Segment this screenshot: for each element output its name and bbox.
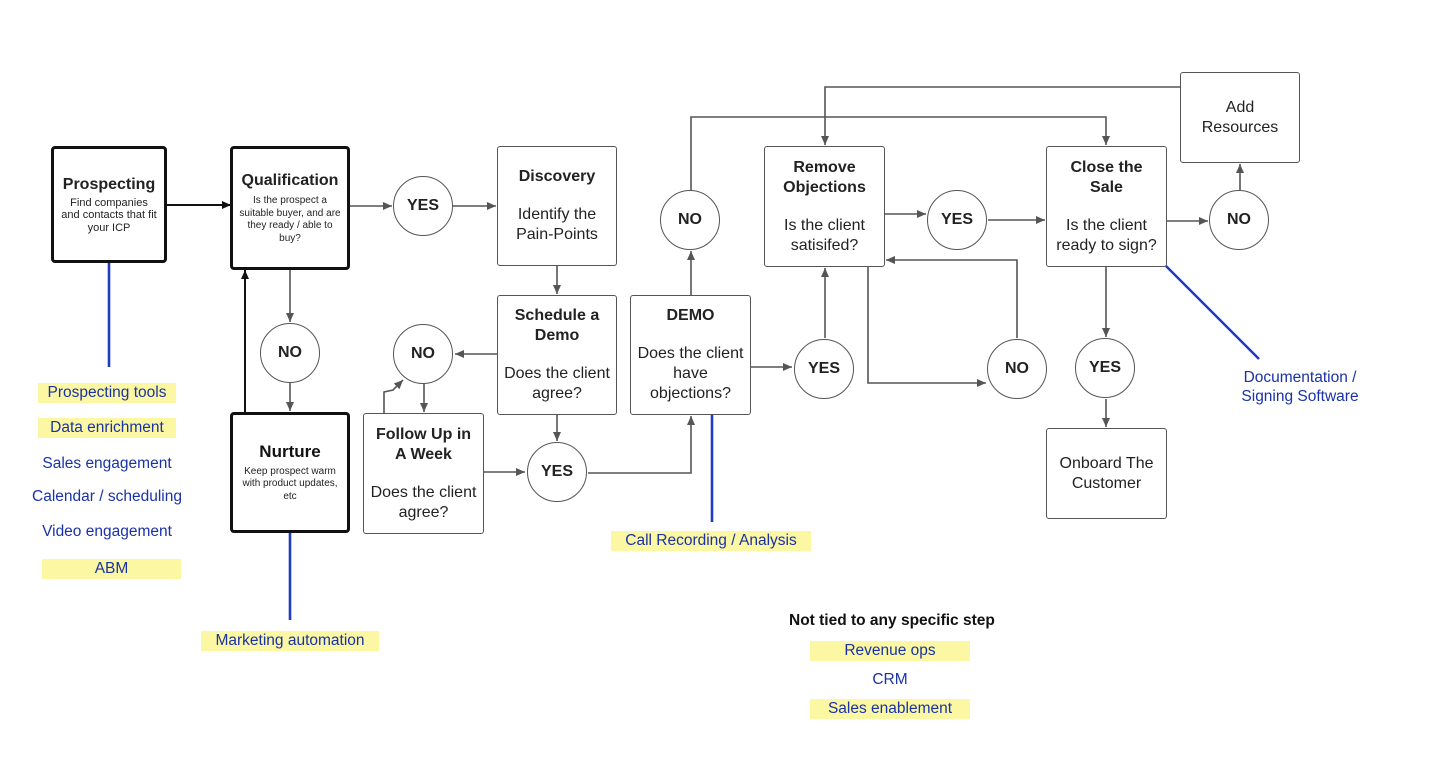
arrow-no-close (690, 116, 1110, 190)
node-remove-objections: Remove Objections Is the client satisife… (764, 146, 885, 267)
node-body: Add Resources (1201, 98, 1279, 136)
node-body: Is the client ready to sign? (1056, 216, 1157, 254)
decision-no-satisfied: NO (987, 339, 1047, 399)
unassigned-revenue-ops: Revenue ops (810, 641, 970, 661)
node-body: Does the client have objections? (637, 345, 744, 402)
node-title: Qualification (241, 172, 339, 189)
node-title: Schedule a Demo (514, 307, 600, 344)
node-body: Identify the Pain-Points (516, 206, 598, 243)
decision-yes-agree: YES (527, 442, 587, 502)
node-onboard: Onboard The Customer (1046, 428, 1167, 519)
node-title: Follow Up in A Week (375, 425, 472, 463)
node-qualification: Qualification Is the prospect a suitable… (230, 146, 350, 270)
node-body: Is the prospect a suitable buyer, and ar… (239, 195, 341, 244)
node-discovery: Discovery Identify the Pain-Points (497, 146, 617, 266)
tool-tag-sales-engagement: Sales engagement (42, 455, 172, 472)
node-prospecting: Prospecting Find companies and contacts … (51, 146, 167, 263)
node-body: Does the client agree? (504, 365, 610, 402)
node-body: Does the client agree? (370, 483, 477, 521)
unassigned-sales-enablement: Sales enablement (810, 699, 970, 719)
node-title: Discovery (518, 168, 596, 185)
arrow-followup-no (383, 379, 404, 414)
tool-tag-video-engagement: Video engagement (42, 523, 172, 540)
arrow-resources-remove (821, 86, 1181, 145)
decision-yes-qualified: YES (393, 176, 453, 236)
node-nurture: Nurture Keep prospect warm with product … (230, 412, 350, 533)
node-add-resources: Add Resources (1180, 72, 1300, 163)
arrow-yes-demo (588, 416, 695, 474)
node-close-sale: Close the Sale Is the client ready to si… (1046, 146, 1167, 267)
tool-tag-call-recording: Call Recording / Analysis (611, 531, 811, 551)
node-follow-up: Follow Up in A Week Does the client agre… (363, 413, 484, 534)
arrow-no-remove (886, 256, 1018, 338)
node-title: DEMO (666, 307, 715, 324)
node-body: Keep prospect warm with product updates,… (242, 465, 338, 502)
decision-no-qualified: NO (260, 323, 320, 383)
node-title: Close the Sale (1070, 158, 1143, 196)
tool-tag-documentation: Documentation / (1243, 369, 1357, 386)
decision-yes-satisfied: YES (927, 190, 987, 250)
decision-no-objections: NO (660, 190, 720, 250)
node-body: Onboard The Customer (1059, 454, 1154, 492)
unassigned-crm: CRM (872, 671, 908, 688)
node-demo: DEMO Does the client have objections? (630, 295, 751, 415)
decision-yes-objections: YES (794, 339, 854, 399)
tool-tag-marketing-automation: Marketing automation (201, 631, 379, 651)
arrow-remove-no (867, 266, 986, 387)
node-title: Nurture (259, 441, 321, 461)
tool-tag-signing-software: Signing Software (1241, 388, 1359, 405)
tool-tag-abm: ABM (42, 559, 181, 579)
decision-no-agree: NO (393, 324, 453, 384)
tool-tag-calendar: Calendar / scheduling (32, 488, 182, 505)
decision-no-ready: NO (1209, 190, 1269, 250)
node-body: Find companies and contacts that fit you… (61, 196, 157, 234)
node-schedule-demo: Schedule a Demo Does the client agree? (497, 295, 617, 415)
unassigned-title: Not tied to any specific step (789, 612, 995, 629)
tool-line-close (1165, 265, 1260, 360)
tool-tag-prospecting-tools: Prospecting tools (38, 383, 176, 403)
node-title: Remove Objections (783, 158, 866, 196)
tool-tag-data-enrichment: Data enrichment (38, 418, 176, 438)
node-body: Is the client satisifed? (784, 216, 865, 254)
decision-yes-ready: YES (1075, 338, 1135, 398)
node-title: Prospecting (62, 175, 156, 193)
